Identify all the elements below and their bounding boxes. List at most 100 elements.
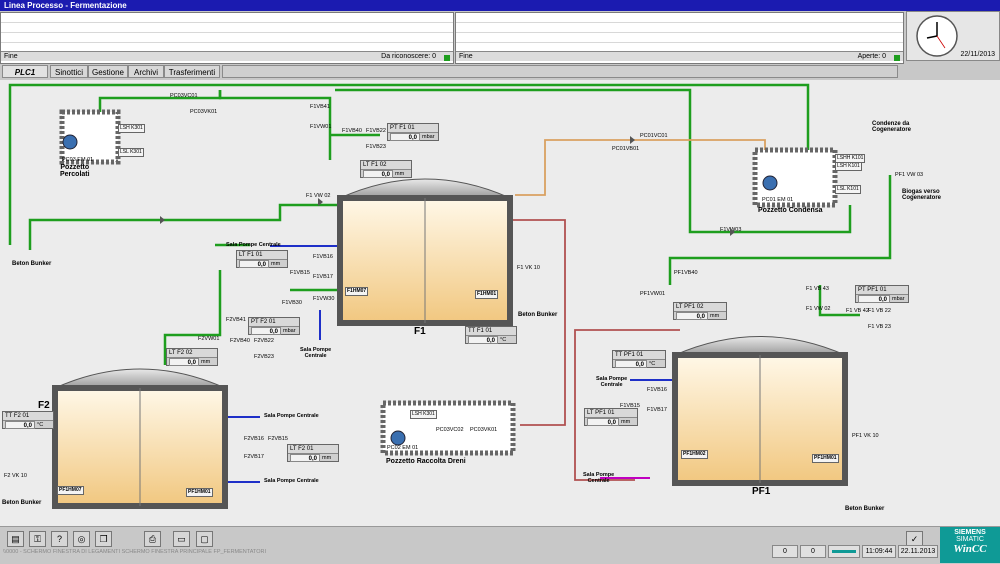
- alarm-status-left: Fine Da riconoscere: 0: [1, 51, 453, 61]
- display-pt-f2-unit: mbar: [283, 328, 296, 334]
- tag-pc03-em01: PC03 EM 01: [62, 157, 94, 163]
- display-lt-f2-02-label: LT F2 02: [167, 349, 217, 358]
- beton-bunker-label-4: Beton Bunker: [845, 506, 885, 512]
- tag-pf1hm07[interactable]: PF1HM07: [57, 486, 84, 495]
- book-icon-button[interactable]: ▤: [7, 531, 24, 547]
- display-lt-f1-01-label: LT F1 01: [237, 251, 287, 260]
- tank-pf1-label[interactable]: PF1: [752, 486, 771, 497]
- monitor-icon-button[interactable]: ▢: [196, 531, 213, 547]
- tab-gestione[interactable]: Gestione: [88, 65, 128, 78]
- tag-pf1vw01: PF1VW01: [640, 291, 666, 297]
- tag-f1vw02: F1 VW 02: [306, 193, 331, 199]
- tag-lsh-k301[interactable]: LSH K301: [118, 124, 145, 133]
- display-lt-pf1-02-unit: mm: [710, 313, 720, 319]
- tab-archivi[interactable]: Archivi: [128, 65, 164, 78]
- tag-f1hm01[interactable]: F1HM01: [475, 290, 499, 299]
- tag-f1vb41: F1VB41: [310, 104, 330, 110]
- tag-f2vb16: F2VB16: [244, 436, 264, 442]
- tag-f1vb16b: F1VB16: [647, 387, 667, 393]
- alarm-left-scroll-icon[interactable]: [444, 55, 450, 61]
- tag-f1vw01: F1VW01: [310, 124, 332, 130]
- alarm-window-left[interactable]: Fine Da riconoscere: 0: [0, 12, 454, 64]
- tag-f1vb23: F1VB23: [366, 144, 386, 150]
- tag-pf1hm02[interactable]: PF1HM02: [681, 450, 708, 459]
- display-pt-f1-unit: mbar: [422, 134, 435, 140]
- tag-pf1vk10: PF1 VK 10: [852, 433, 879, 439]
- sala-pompe-label-4: Sala Pompe Centrale: [264, 478, 319, 484]
- status-indicator: [828, 545, 860, 558]
- sala-pompe-label-1: Sala Pompe Centrale: [226, 242, 281, 248]
- display-lt-pf1-01-label: LT PF1 01: [585, 409, 637, 418]
- tag-pf1hm01b[interactable]: PF1HM01: [812, 454, 839, 463]
- display-tt-pf1[interactable]: TT PF1 01 0,0°C: [612, 350, 666, 368]
- binoculars-icon-button[interactable]: ◎: [73, 531, 90, 547]
- status-time: 11:09:44: [862, 545, 896, 558]
- alarm-list-right[interactable]: [456, 13, 903, 51]
- tag-f2vb41: F2VB41: [226, 317, 246, 323]
- display-pt-f2-label: PT F2 01: [249, 318, 299, 327]
- tag-f2vb22: F2VB22: [254, 338, 274, 344]
- nav-tabs: PLC1 Sinottici Gestione Archivi Trasferi…: [0, 64, 1000, 79]
- window-title: Linea Processo - Fermentazione: [0, 0, 1000, 11]
- alarm-window-right[interactable]: Fine Aperte: 0: [455, 12, 904, 64]
- alarm-list-left[interactable]: [1, 13, 453, 51]
- valve-icon[interactable]: [630, 136, 635, 144]
- pozzetto-dreni-label: Pozzetto Raccolta Dreni: [386, 458, 466, 465]
- display-lt-pf1-02-value: 0,0: [676, 312, 708, 320]
- tag-f1vb15b: F1VB15: [620, 403, 640, 409]
- display-tt-f2[interactable]: TT F2 01 0,0°C: [2, 411, 54, 429]
- valve-icon[interactable]: [318, 198, 323, 206]
- pc-icon-button[interactable]: ▭: [173, 531, 190, 547]
- tank-f2-label[interactable]: F2: [38, 400, 50, 411]
- alarm-right-status-text: Fine: [459, 53, 473, 60]
- tag-f2vk10: F2 VK 10: [4, 473, 27, 479]
- alarm-right-scroll-icon[interactable]: [894, 55, 900, 61]
- display-tt-f1-label: TT F1 01: [466, 327, 516, 336]
- status-path: \\0000 - SCHERMO FINESTRA DI LEGAMENTI S…: [3, 549, 267, 555]
- tag-pf1vb40: PF1VB40: [674, 270, 698, 276]
- display-tt-f2-unit: °C: [37, 422, 44, 428]
- valve-icon[interactable]: [730, 228, 735, 236]
- printer-icon-button[interactable]: ⎙: [144, 531, 161, 547]
- tank-f1-label[interactable]: F1: [414, 326, 426, 337]
- tag-pc01-em01: PC01 EM 01: [762, 197, 794, 203]
- display-lt-f2-01-label: LT F2 01: [288, 445, 338, 454]
- tag-lsh-k101[interactable]: LSH K101: [835, 162, 862, 171]
- tab-plc1[interactable]: PLC1: [2, 65, 48, 78]
- tag-lsl-k101[interactable]: LSL K101: [835, 185, 861, 194]
- pozzetto-condensa-label: Pozzetto Condensa: [758, 207, 823, 214]
- display-lt-f1-02-value: 0,0: [363, 170, 393, 178]
- display-tt-f1[interactable]: TT F1 01 0,0°C: [465, 326, 517, 344]
- tab-sinottici[interactable]: Sinottici: [50, 65, 88, 78]
- display-tt-pf1-unit: °C: [649, 361, 656, 367]
- display-pt-f1-value: 0,0: [390, 133, 420, 141]
- tag-f1vb22: F1VB22: [366, 128, 386, 134]
- tag-f1vb23b: F1 VB 23: [868, 324, 891, 330]
- tag-lsh-k301b[interactable]: LSH K301: [410, 410, 437, 419]
- tag-pf1hm01[interactable]: PF1HM01: [186, 488, 213, 497]
- brand-company: SIEMENS: [954, 529, 986, 536]
- tag-lsl-k301[interactable]: LSL K301: [118, 148, 144, 157]
- valve-icon[interactable]: [160, 216, 165, 224]
- help-icon-button[interactable]: ?: [51, 531, 68, 547]
- tag-f1hm07[interactable]: F1HM07: [345, 287, 369, 296]
- display-tt-f2-value: 0,0: [5, 421, 35, 429]
- copy-icon-button[interactable]: ❐: [95, 531, 112, 547]
- key-icon-button[interactable]: ⚿: [29, 531, 46, 547]
- alarm-left-status-text: Fine: [4, 53, 18, 60]
- tab-trasferimenti[interactable]: Trasferimenti: [164, 65, 220, 78]
- tag-f1vw30: F1VW30: [313, 296, 335, 302]
- tag-pc01vb01: PC01VB01: [612, 146, 640, 152]
- alarm-left-count: Da riconoscere: 0: [381, 53, 436, 60]
- tag-f1vb42: F1 VB 42: [846, 308, 869, 314]
- display-pt-f1-label: PT F1 01: [388, 124, 438, 133]
